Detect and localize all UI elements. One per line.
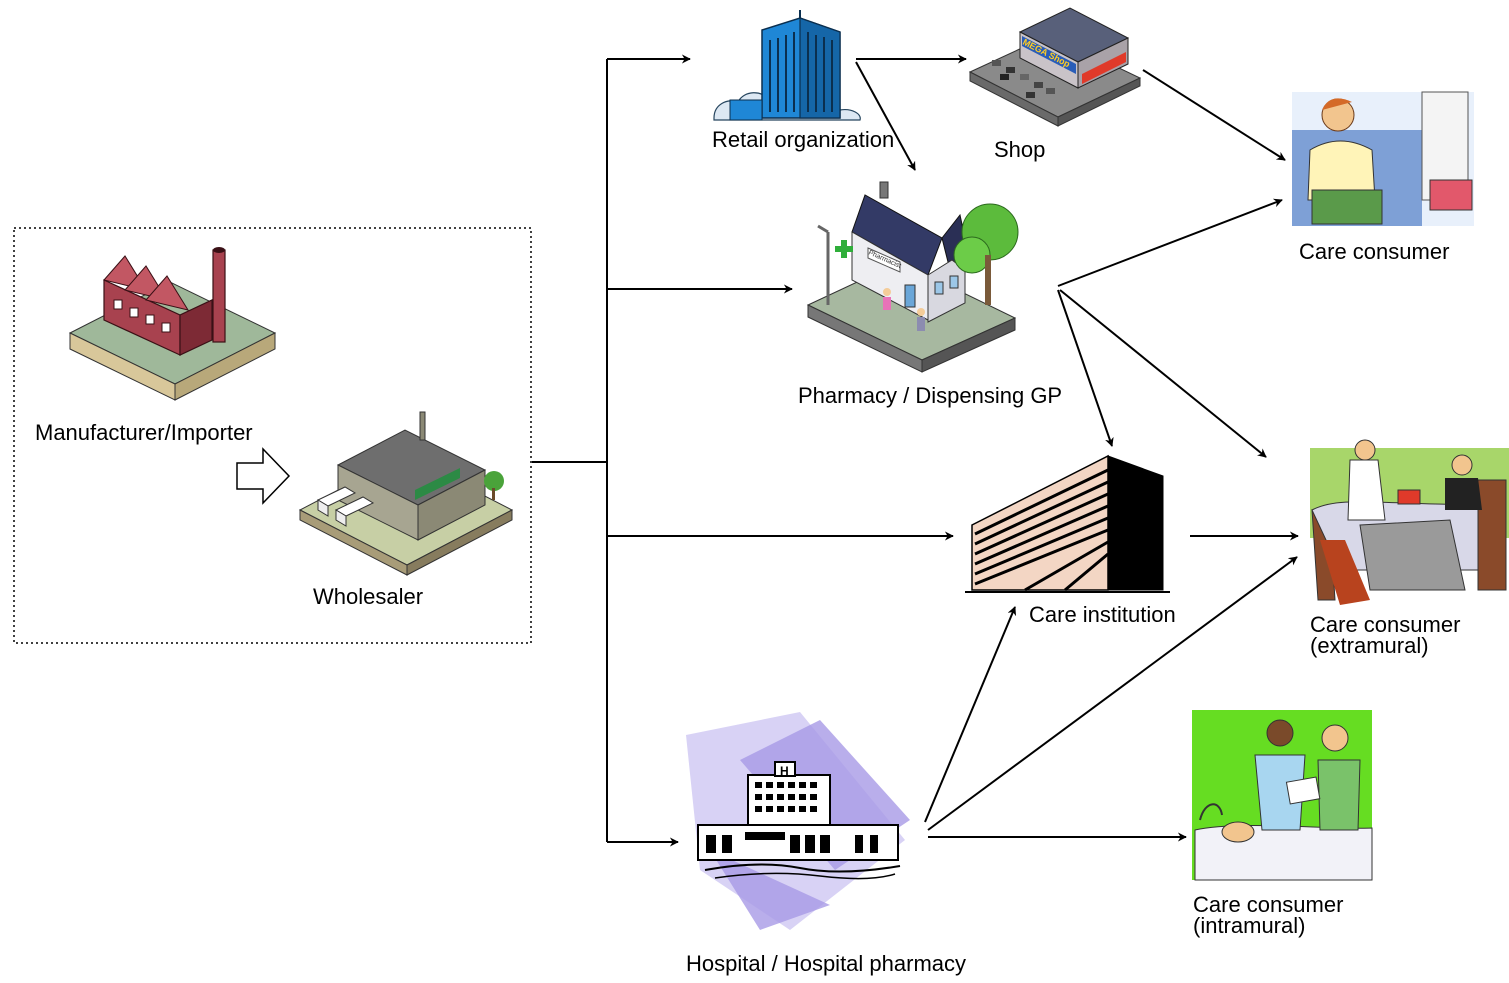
hollow-arrow [236,447,291,505]
supermarket-icon: MEGA Shop [968,7,1142,127]
sick-person-icon [1292,91,1474,226]
extramural-line1: Care consumer [1310,612,1461,637]
wholesaler-label: Wholesaler [313,584,424,609]
hospital-label: Hospital / Hospital pharmacy [686,951,967,976]
care-institution-label: Care institution [1029,602,1176,627]
arrow-pharmacy-consumer [1057,198,1283,287]
institution-building-icon [965,454,1170,593]
care-consumer-extramural-label: Care consumer (extramural) [1310,612,1461,658]
hospital-h-sign: H [780,764,789,778]
retail-organization-label: Retail organization [712,127,895,152]
pharmacy-label: Pharmacy / Dispensing GP [798,383,1063,408]
manufacturer-label: Manufacturer/Importer [35,420,253,445]
factory-icon [68,247,277,401]
intramural-line1: Care consumer [1193,892,1344,917]
pharmacy-house-icon: Pharmacist [806,181,1019,373]
office-tower-icon [713,10,861,121]
extramural-line2: (extramural) [1310,633,1429,658]
shop-label: Shop [994,137,1046,162]
arrow-hospital-extramural [927,556,1298,831]
arrow-retail-pharmacy [855,61,916,171]
hospital-bed-icon [1192,710,1373,881]
arrow-shop-consumer [1142,69,1286,161]
hospital-icon: H [686,712,910,930]
warehouse-icon [298,411,514,576]
home-care-icon [1310,439,1509,605]
arrow-pharmacy-extramural [1059,289,1267,458]
flow-arrows [607,54,1299,847]
producer-group-box [13,227,532,644]
arrow-hospital-institution [924,606,1017,823]
care-consumer-label: Care consumer [1299,239,1450,264]
intramural-line2: (intramural) [1193,913,1306,938]
distribution-trunk [532,59,608,842]
arrow-pharmacy-institution [1057,289,1114,447]
care-consumer-intramural-label: Care consumer (intramural) [1193,892,1344,938]
